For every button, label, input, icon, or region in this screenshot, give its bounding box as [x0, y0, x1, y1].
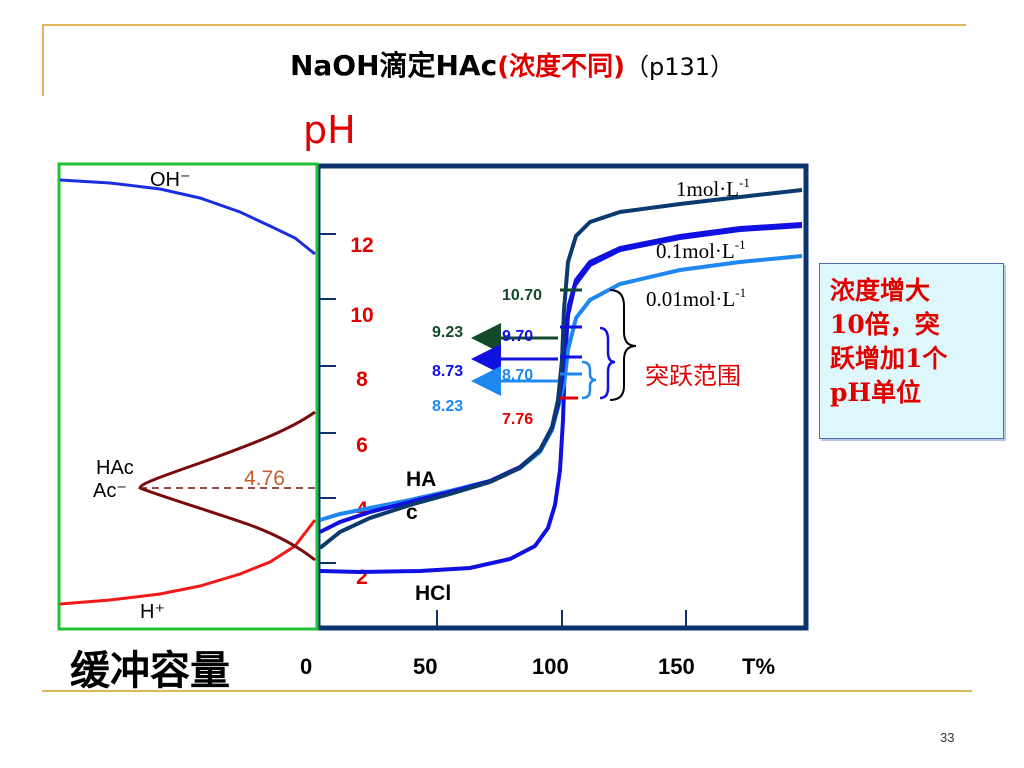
x-axis-unit: T% — [742, 654, 775, 679]
oh-label: OH⁻ — [150, 169, 191, 191]
hac-label-line2: c — [406, 501, 418, 524]
value-8.23: 8.23 — [432, 398, 463, 415]
buffer-panel — [57, 162, 319, 631]
value-7.76: 7.76 — [502, 411, 533, 428]
brace-0.1 — [599, 326, 616, 400]
slide-title: NaOH滴定HAc(浓度不同)（p131） — [0, 44, 1024, 84]
bottom-decor-line — [42, 690, 972, 692]
curve-1-mol — [318, 188, 803, 550]
label-1-mol: 1mol·L-1 — [676, 175, 750, 201]
buffer-capacity-label: 缓冲容量 — [70, 648, 230, 694]
h-label: H⁺ — [140, 601, 165, 623]
y-tick-label: 8 — [356, 368, 368, 391]
x-tick-label: 100 — [532, 654, 569, 679]
brace-0.01 — [581, 360, 597, 400]
x-tick-label: 50 — [413, 654, 438, 679]
jump-range-label: 突跃范围 — [645, 362, 741, 390]
value-9.70: 9.70 — [502, 328, 533, 345]
left-decor-line — [42, 24, 44, 96]
pka-value: 4.76 — [244, 467, 285, 490]
ac-species-label: Ac⁻ — [93, 480, 127, 502]
y-tick-label: 2 — [356, 566, 368, 589]
y-tick-label: 10 — [350, 304, 373, 327]
note-line: 浓度增大 — [830, 276, 931, 305]
value-9.23: 9.23 — [432, 324, 463, 341]
title-main: NaOH滴定HAc — [289, 49, 498, 82]
x-tick-label: 0 — [300, 654, 313, 679]
label-0.01-mol: 0.01mol·L-1 — [646, 285, 746, 311]
oh-curve — [59, 178, 316, 256]
value-8.70: 8.70 — [502, 367, 533, 384]
hcl-label: HCl — [415, 582, 451, 605]
y-axis-label: pH — [303, 108, 356, 152]
value-8.73: 8.73 — [432, 363, 463, 380]
note-box: 浓度增大 10倍，突 跃增加1个 pH单位 — [819, 263, 1004, 439]
note-line: 跃增加1个 — [830, 344, 948, 373]
page-number: 33 — [940, 730, 955, 745]
hac-species-label: HAc — [96, 457, 134, 479]
label-0.1-mol: 0.1mol·L-1 — [656, 237, 746, 263]
brace-1 — [609, 289, 637, 401]
hac-distribution-curve — [138, 410, 316, 562]
top-decor-line — [42, 24, 966, 26]
y-tick-label: 12 — [350, 234, 373, 257]
note-line: 10倍，突 — [830, 310, 940, 339]
title-ref: （p131） — [625, 53, 735, 81]
y-tick-label: 6 — [356, 434, 368, 457]
title-red: (浓度不同) — [497, 52, 625, 82]
x-tick-label: 150 — [658, 654, 695, 679]
note-line: pH单位 — [830, 378, 922, 407]
hac-label-line1: HA — [406, 468, 436, 491]
value-10.70: 10.70 — [502, 287, 542, 304]
h-curve — [59, 519, 317, 606]
